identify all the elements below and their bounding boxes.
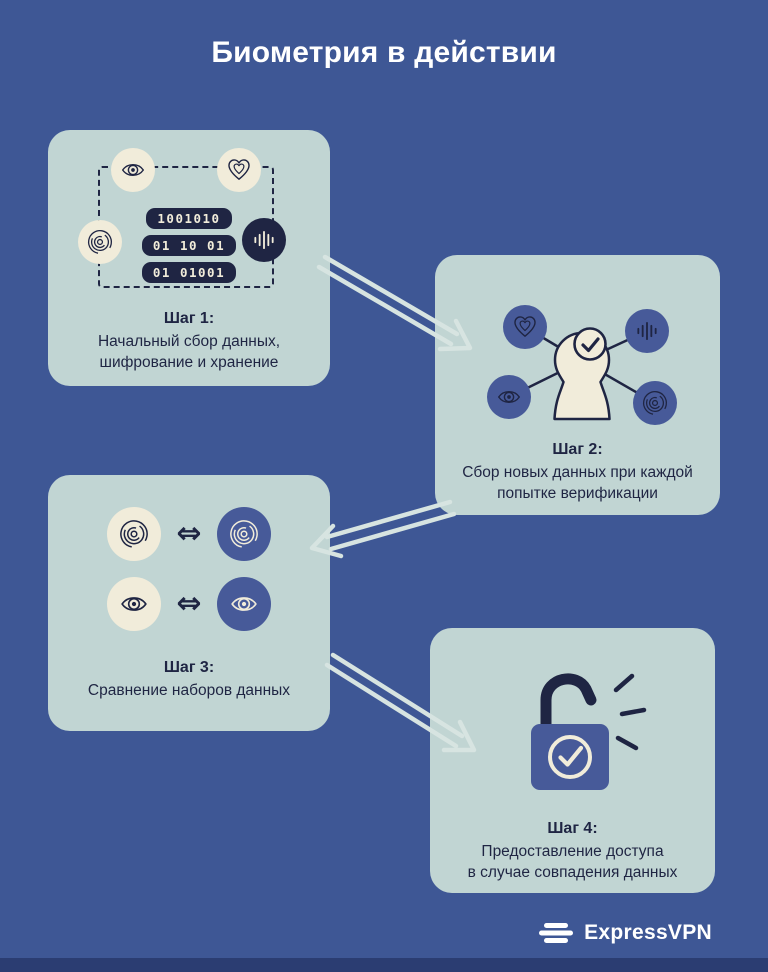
satellite-icons <box>487 305 677 425</box>
verification-graphic <box>487 305 677 425</box>
step-2-line-1: Сбор новых данных при каждой <box>462 464 693 481</box>
step-1-label: Шаг 1: <box>163 310 215 327</box>
step-4-card: Шаг 4: Предоставление доступа в случае с… <box>430 628 715 893</box>
step-1-line-1: Начальный сбор данных, <box>97 333 281 350</box>
comparison-graphic: ⇔ ⇔ <box>48 507 330 631</box>
heart-icon-circle <box>503 305 547 349</box>
step-3-card: ⇔ ⇔ Шаг 3: Сравнение наборов данных <box>48 475 330 731</box>
eye-icon <box>111 148 155 192</box>
arrow-step2-to-step3 <box>309 499 457 559</box>
padlock-shackle <box>540 673 597 732</box>
step-3-text: Шаг 3: Сравнение наборов данных <box>48 659 330 701</box>
step-2-card: Шаг 2: Сбор новых данных при каждой попы… <box>435 255 720 515</box>
step-4-label: Шаг 4: <box>547 820 598 837</box>
step-1-card: 1001010 01 10 01 01 01001 Шаг 1: Начальн… <box>48 130 330 386</box>
check-icon <box>581 337 600 353</box>
step-3-label: Шаг 3: <box>163 659 215 676</box>
emphasis-lines <box>613 673 647 751</box>
voice-wave-icon <box>242 218 286 262</box>
step-2-line-2: попытке верификации <box>497 485 658 502</box>
fingerprint-icon <box>107 507 162 561</box>
step-4-text: Шаг 4: Предоставление доступа в случае с… <box>430 820 715 883</box>
padlock-check-circle <box>548 735 592 779</box>
step-3-line-1: Сравнение наборов данных <box>87 682 291 699</box>
compare-arrows-icon: ⇔ <box>176 586 202 621</box>
binary-data-block: 1001010 01 10 01 01 01001 <box>48 208 330 283</box>
fingerprint-icon-circle <box>633 381 677 425</box>
access-graphic <box>531 673 647 790</box>
data-collection-graphic: 1001010 01 10 01 01 01001 <box>48 130 330 305</box>
eye-compare-row: ⇔ <box>107 577 271 631</box>
step-4-line-2: в случае совпадения данных <box>467 864 678 881</box>
binary-row: 1001010 <box>146 208 232 229</box>
step-4-line-1: Предоставление доступа <box>481 843 664 860</box>
compare-arrows-icon: ⇔ <box>176 516 202 551</box>
binary-row: 01 01001 <box>141 262 237 283</box>
footer-band <box>0 958 768 972</box>
padlock-body <box>531 724 609 790</box>
fingerprint-icon <box>78 220 122 264</box>
binary-row: 01 10 01 <box>141 235 237 256</box>
eye-icon <box>107 577 162 631</box>
check-badge <box>573 327 607 361</box>
heart-icon <box>217 148 261 192</box>
step-2-text: Шаг 2: Сбор новых данных при каждой попы… <box>435 441 720 504</box>
padlock-check-icon <box>558 745 584 767</box>
brand-logo: ExpressVPN <box>538 920 712 946</box>
fingerprint-icon <box>216 507 271 561</box>
page-title: Биометрия в действии <box>211 36 557 69</box>
eye-icon <box>216 577 271 631</box>
brand-name: ExpressVPN <box>584 921 712 944</box>
expressvpn-icon <box>539 923 574 943</box>
step-1-text: Шаг 1: Начальный сбор данных, шифрование… <box>48 310 330 373</box>
step-2-label: Шаг 2: <box>552 441 603 458</box>
fingerprint-compare-row: ⇔ <box>107 507 271 561</box>
step-1-line-2: шифрование и хранение <box>99 354 279 371</box>
